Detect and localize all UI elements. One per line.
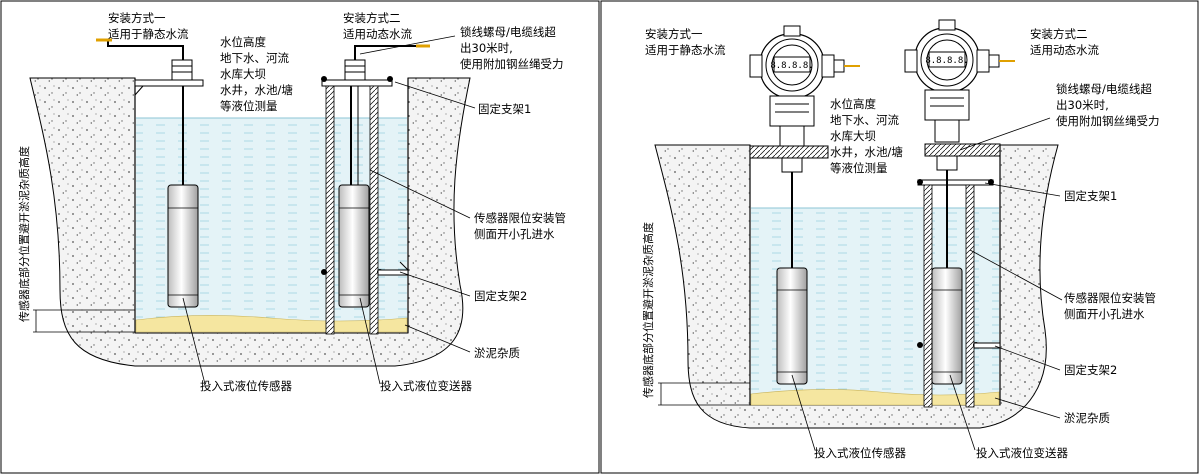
- right-display-m2: 8.8.8.8.: [925, 56, 968, 66]
- right-transmitter-label: 投入式液位变送器: [976, 446, 1068, 460]
- left-usage-0: 水位高度: [220, 35, 266, 49]
- right-diagram: 8.8.8.8. 8.8.8.8.: [641, 19, 1160, 460]
- left-pipe-note-1: 侧面开小孔进水: [474, 227, 555, 241]
- right-usage-3: 水井，水池/塘: [830, 145, 903, 159]
- right-usage-0: 水位高度: [830, 97, 876, 111]
- right-vertical-label: 传感器底部分位置避开淤泥杂质高度: [641, 222, 655, 398]
- left-bracket2: 固定支架2: [474, 289, 527, 303]
- right-pipe-wall-l: [923, 184, 933, 408]
- right-sensor-m1: [776, 267, 808, 385]
- right-pipe-wall-r: [965, 184, 975, 408]
- left-diagram: 安装方式一 适用于静态水流 安装方式二 适用动态水流 水位高度 地下水、河流 水…: [17, 11, 566, 393]
- left-method2-title: 安装方式二: [343, 11, 401, 25]
- right-method1-sub: 适用于静态水流: [645, 43, 726, 57]
- right-cable-note-2: 使用附加钢丝绳受力: [1056, 114, 1160, 128]
- right-pipe-note-1: 侧面开小孔进水: [1064, 307, 1145, 321]
- right-usage-2: 水库大坝: [830, 129, 876, 143]
- left-method1-sub: 适用于静态水流: [108, 27, 189, 41]
- left-gland-m2: [344, 59, 366, 81]
- right-cable-note-1: 出30米时,: [1056, 98, 1109, 112]
- right-cable-note-0: 锁线螺母/电缆线超: [1056, 82, 1152, 96]
- left-pipe-note-0: 传感器限位安装管: [474, 211, 566, 225]
- right-bracket1: 固定支架1: [1064, 189, 1117, 203]
- right-pipe-note-0: 传感器限位安装管: [1064, 291, 1156, 305]
- right-method2-sub: 适用动态水流: [1030, 43, 1099, 57]
- left-concrete: [29, 77, 471, 367]
- left-bracket-m1: [134, 79, 204, 87]
- left-panel-frame: [0, 0, 600, 474]
- left-bracket1: 固定支架1: [478, 102, 531, 116]
- left-gland-m1: [171, 59, 193, 81]
- right-concrete: [654, 144, 1059, 429]
- left-vertical-label: 传感器底部分位置避开淤泥杂质高度: [17, 146, 31, 322]
- left-cable-note-0: 锁线螺母/电缆线超: [460, 25, 556, 39]
- right-head-m1: 8.8.8.8.: [749, 25, 860, 173]
- left-usage-2: 水库大坝: [220, 67, 266, 81]
- right-method1-title: 安装方式一: [645, 27, 703, 41]
- right-sensor-label: 投入式液位传感器: [814, 446, 906, 460]
- right-usage-4: 等液位测量: [830, 161, 888, 175]
- left-sensor-m1: [167, 184, 199, 308]
- left-pipe-wall-l: [325, 85, 335, 335]
- right-panel-frame: [600, 0, 1199, 474]
- left-usage-4: 等液位测量: [220, 99, 278, 113]
- left-sediment: [135, 315, 408, 333]
- left-cable-note-1: 出30米时,: [460, 41, 513, 55]
- right-bracket2: 固定支架2: [1064, 363, 1117, 377]
- left-usage-1: 地下水、河流: [220, 51, 289, 65]
- left-sensor-label: 投入式液位传感器: [200, 379, 292, 393]
- left-method1-title: 安装方式一: [108, 11, 166, 25]
- right-head-m2: 8.8.8.8.: [904, 19, 1015, 171]
- right-usage-1: 地下水、河流: [830, 113, 899, 127]
- left-usage-3: 水井，水池/塘: [220, 83, 293, 97]
- left-cable-note-2: 使用附加钢丝绳受力: [460, 57, 564, 71]
- right-transmitter: [931, 267, 963, 385]
- right-method2-title: 安装方式二: [1030, 27, 1088, 41]
- left-transmitter: [338, 184, 370, 308]
- right-sediment-label: 淤泥杂质: [1064, 411, 1110, 425]
- left-pipe-wall-r: [369, 85, 379, 335]
- right-display-m1: 8.8.8.8.: [770, 61, 813, 71]
- right-sediment: [750, 389, 1000, 406]
- left-method2-sub: 适用动态水流: [343, 27, 412, 41]
- left-transmitter-label: 投入式液位变送器: [380, 379, 472, 393]
- left-sediment-label: 淤泥杂质: [474, 346, 520, 360]
